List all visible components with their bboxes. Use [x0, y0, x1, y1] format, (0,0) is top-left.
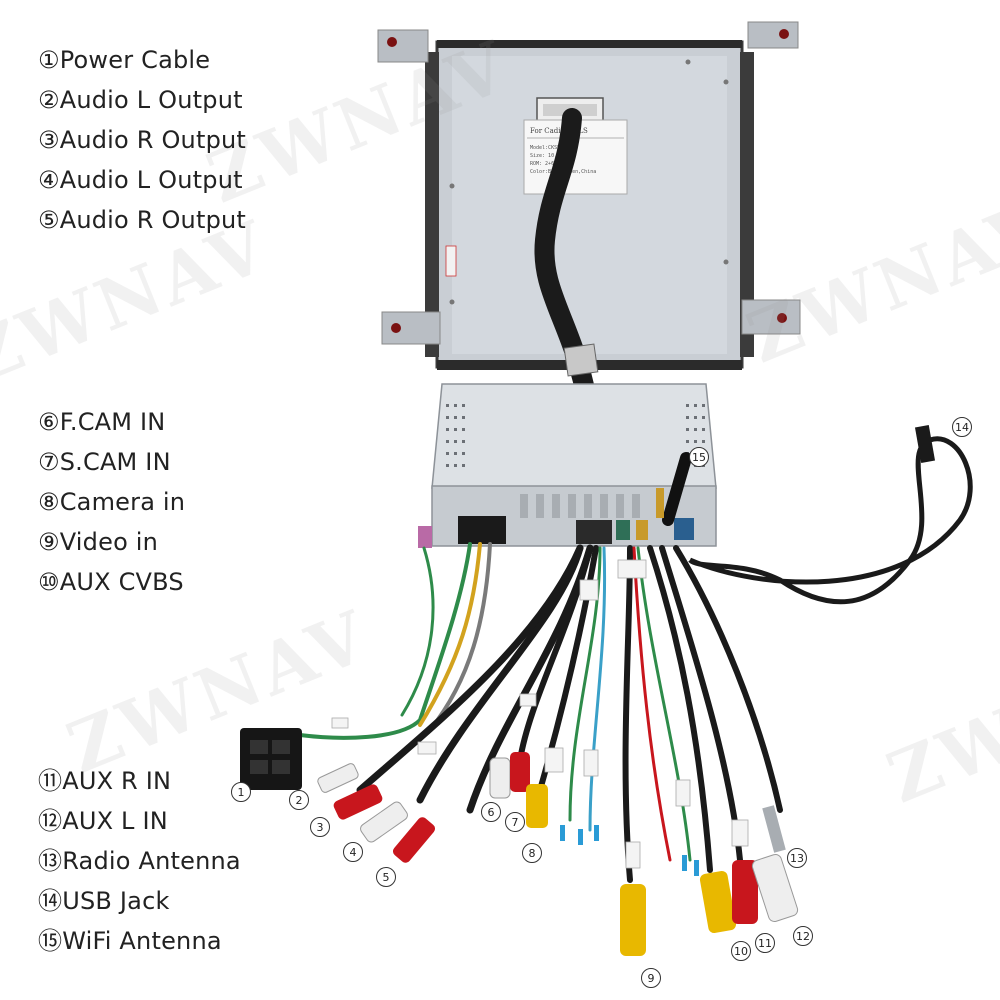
callout-8: 8 — [522, 843, 542, 863]
legend-marker: ⑦ — [38, 448, 60, 476]
callout-6: 6 — [481, 802, 501, 822]
legend-item: ④Audio L Output — [38, 160, 246, 200]
callout-14: 14 — [952, 417, 972, 437]
callout-13: 13 — [787, 848, 807, 868]
label-line-3: Size: 10.4 — [530, 153, 560, 159]
label-line-1: For Cadi lle SLS — [530, 127, 588, 135]
legend-item: ⑥F.CAM IN — [38, 402, 185, 442]
legend-label: F.CAM IN — [59, 408, 166, 436]
legend-marker: ⑬ — [38, 847, 63, 875]
callout-4: 4 — [343, 842, 363, 862]
legend-item: ⑮WiFi Antenna — [38, 921, 241, 961]
legend-marker: ① — [38, 46, 60, 74]
callout-10: 10 — [731, 941, 751, 961]
power-plug — [240, 728, 302, 790]
legend-item: ①Power Cable — [38, 40, 246, 80]
callout-15: 15 — [689, 447, 709, 467]
legend-marker: ⑨ — [38, 528, 60, 556]
legend-label: Audio L Output — [59, 166, 243, 194]
legend-label: Power Cable — [59, 46, 211, 74]
label-line-2: Model:CKSB — [530, 145, 560, 151]
legend-marker: ⑥ — [38, 408, 60, 436]
legend-item: ⑪AUX R IN — [38, 761, 241, 801]
label-line-4: ROM: 2+6 — [530, 161, 554, 167]
callout-3: 3 — [310, 817, 330, 837]
legend-label: Video in — [59, 528, 159, 556]
decoder-box — [418, 383, 717, 548]
legend-item: ⑭USB Jack — [38, 881, 241, 921]
legend-label: S.CAM IN — [59, 448, 171, 476]
callout-5: 5 — [376, 867, 396, 887]
legend-marker: ⑤ — [38, 206, 60, 234]
legend-outputs: ①Power Cable ②Audio L Output ③Audio R Ou… — [38, 40, 246, 240]
legend-label: AUX L IN — [62, 807, 168, 835]
legend-video-inputs: ⑥F.CAM IN ⑦S.CAM IN ⑧Camera in ⑨Video in… — [38, 402, 185, 602]
legend-item: ⑦S.CAM IN — [38, 442, 185, 482]
legend-item: ⑤Audio R Output — [38, 200, 246, 240]
legend-label: Audio R Output — [59, 206, 247, 234]
legend-label: USB Jack — [62, 887, 170, 915]
legend-item: ②Audio L Output — [38, 80, 246, 120]
callout-9: 9 — [641, 968, 661, 988]
callout-1: 1 — [231, 782, 251, 802]
callout-12: 12 — [793, 926, 813, 946]
legend-marker: ⑫ — [38, 807, 63, 835]
main-harness-cable — [534, 108, 595, 400]
legend-marker: ④ — [38, 166, 60, 194]
callout-11: 11 — [755, 933, 775, 953]
rca-plugs — [317, 752, 799, 956]
legend-label: AUX CVBS — [59, 568, 184, 596]
callout-7: 7 — [505, 812, 525, 832]
callout-2: 2 — [289, 790, 309, 810]
legend-marker: ② — [38, 86, 60, 114]
legend-item: ⑫AUX L IN — [38, 801, 241, 841]
legend-marker: ⑪ — [38, 767, 63, 795]
legend-marker: ⑧ — [38, 488, 60, 516]
legend-marker: ⑩ — [38, 568, 60, 596]
legend-label: Radio Antenna — [62, 847, 241, 875]
legend-item: ⑩AUX CVBS — [38, 562, 185, 602]
legend-label: Audio R Output — [59, 126, 247, 154]
legend-item: ③Audio R Output — [38, 120, 246, 160]
legend-label: AUX R IN — [62, 767, 172, 795]
legend-item: ⑧Camera in — [38, 482, 185, 522]
legend-label: WiFi Antenna — [62, 927, 222, 955]
head-unit-back: For Cadi lle SLS Model:CKSB Size: 10.4 R… — [377, 21, 801, 370]
usb-cable — [688, 436, 973, 605]
legend-label: Audio L Output — [59, 86, 243, 114]
legend-marker: ⑭ — [38, 887, 63, 915]
legend-aux-inputs: ⑪AUX R IN ⑫AUX L IN ⑬Radio Antenna ⑭USB … — [38, 761, 241, 961]
legend-marker: ③ — [38, 126, 60, 154]
legend-item: ⑨Video in — [38, 522, 185, 562]
legend-label: Camera in — [59, 488, 186, 516]
legend-item: ⑬Radio Antenna — [38, 841, 241, 881]
legend-marker: ⑮ — [38, 927, 63, 955]
